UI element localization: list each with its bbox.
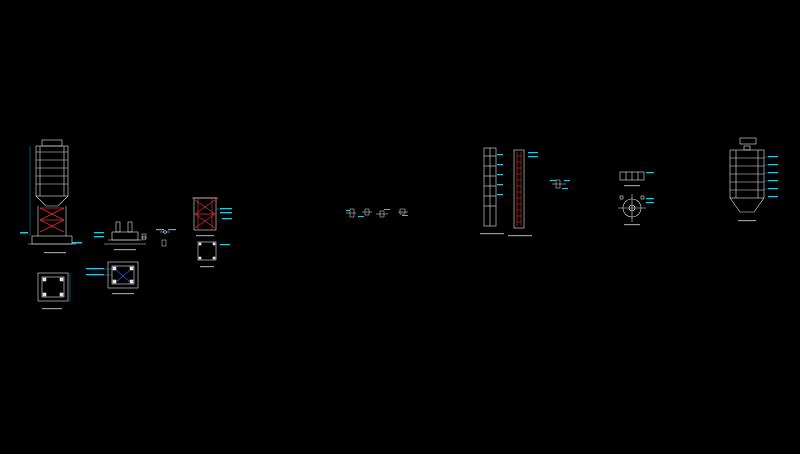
support-frame-caption (196, 235, 214, 237)
top-rail-detail (619, 171, 645, 181)
silo-right-labels (764, 156, 778, 198)
support-frame-plan-caption (200, 266, 214, 268)
support-frame-bracing (194, 198, 216, 230)
base-plate-plan (107, 261, 139, 289)
silo-elevation-right (729, 137, 765, 213)
silo-bracing-left (39, 207, 65, 233)
center-connection-details (346, 208, 408, 218)
silo-right-caption (738, 220, 756, 222)
circular-plan-labels (646, 198, 654, 204)
silo-elevation-left (28, 139, 76, 245)
column-elevation-b-rungs (516, 152, 522, 226)
circular-plan-caption (624, 224, 640, 226)
center-detail-labels (346, 209, 408, 217)
base-plate-highlight (115, 269, 131, 283)
foundation-plan-caption (42, 308, 62, 310)
circular-plan-detail (618, 194, 646, 222)
top-rail-caption (624, 185, 640, 187)
silo-annotations-left (20, 232, 82, 254)
small-detail-labels (156, 229, 176, 231)
foundation-plan (37, 272, 71, 302)
support-frame-plan (197, 241, 217, 261)
column-elevation-b-caption (508, 235, 532, 237)
top-rail-labels (646, 172, 654, 174)
small-detail-anchor (141, 230, 170, 247)
support-frame-labels (216, 208, 232, 220)
base-plate-labels (86, 268, 112, 276)
base-plate-caption (112, 293, 134, 295)
support-frame-elevation (192, 197, 218, 231)
support-frame-plan-labels (220, 244, 230, 246)
column-b-side-labels (550, 180, 570, 189)
column-elevation-a (483, 147, 497, 227)
footing-section-detail (104, 221, 147, 245)
column-elevation-b (513, 149, 525, 229)
footing-labels (94, 232, 104, 238)
column-elevation-a-caption (480, 233, 504, 235)
footing-caption (114, 249, 136, 251)
column-elevation-a-labels (497, 154, 503, 196)
column-b-side-detail (552, 179, 566, 189)
column-elevation-b-labels (528, 152, 538, 158)
